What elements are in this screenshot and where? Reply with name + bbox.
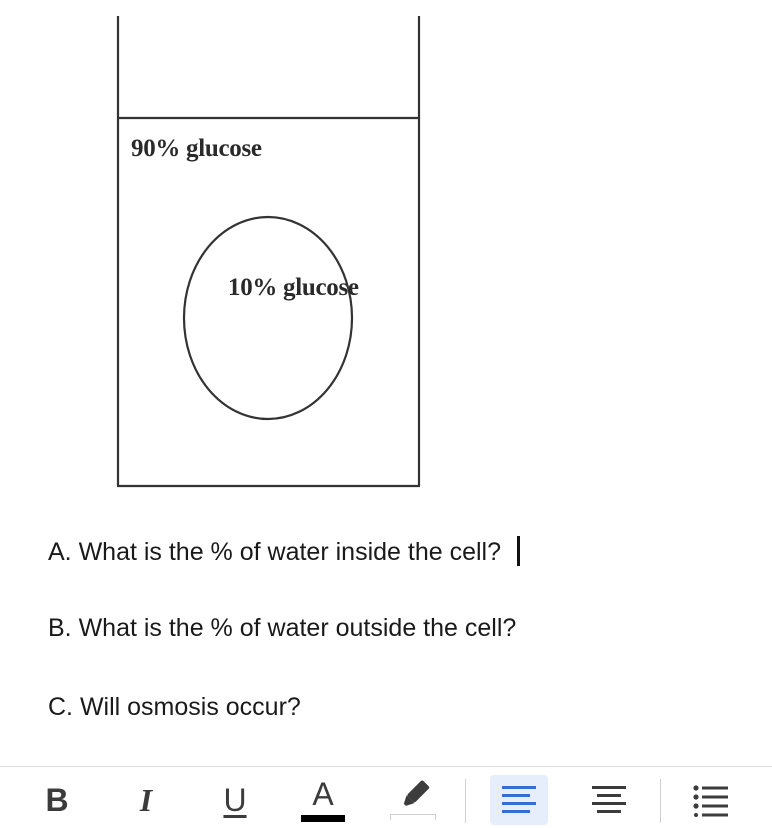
question-a-text: A. What is the % of water inside the cel… (48, 538, 501, 566)
toolbar-divider (660, 779, 661, 823)
question-b[interactable]: B. What is the % of water outside the ce… (48, 614, 517, 642)
text-color-icon: A (312, 775, 334, 812)
osmosis-diagram: 90% glucose 10% glucose (116, 16, 421, 488)
highlight-button[interactable] (384, 775, 442, 825)
text-color-swatch (301, 814, 345, 822)
bold-button[interactable]: B (28, 775, 86, 825)
italic-button[interactable]: I (117, 775, 175, 825)
underline-icon: U (223, 781, 247, 818)
inside-cell-label: 10% glucose (228, 274, 359, 301)
align-left-icon (502, 786, 536, 813)
align-center-button[interactable] (580, 775, 638, 825)
text-cursor (517, 536, 520, 566)
outside-solution-label: 90% glucose (131, 135, 262, 162)
beaker-drawing (116, 16, 421, 488)
cell-membrane (182, 215, 354, 421)
formatting-toolbar: B I U A (0, 766, 772, 828)
underline-button[interactable]: U (206, 775, 264, 825)
bulleted-list-button[interactable] (682, 775, 740, 825)
bold-icon: B (45, 781, 69, 818)
question-a[interactable]: A. What is the % of water inside the cel… (48, 536, 520, 567)
highlight-icon (403, 780, 430, 806)
question-c[interactable]: C. Will osmosis occur? (48, 693, 301, 721)
italic-icon: I (139, 781, 153, 818)
text-color-button[interactable]: A (294, 775, 352, 825)
align-left-button[interactable] (490, 775, 548, 825)
toolbar-divider (465, 779, 466, 823)
highlight-swatch (390, 814, 436, 820)
bulleted-list-icon (693, 785, 728, 817)
align-center-icon (592, 786, 626, 813)
